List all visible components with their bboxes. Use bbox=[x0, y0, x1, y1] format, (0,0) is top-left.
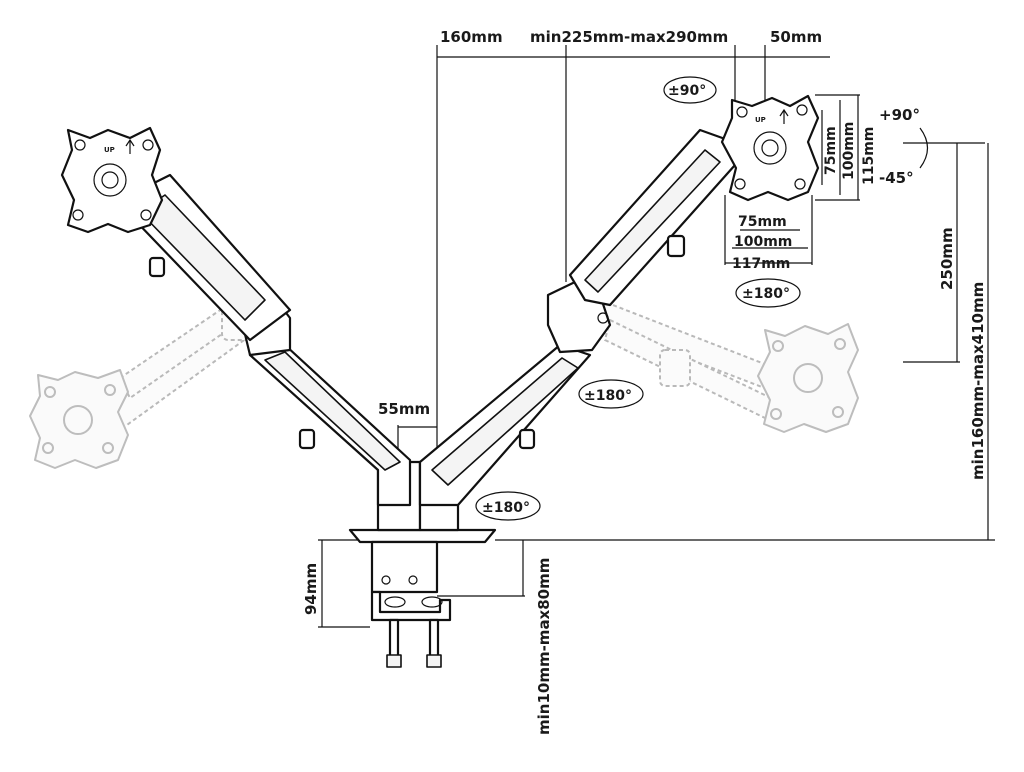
pole-gap-label: 55mm bbox=[378, 400, 430, 418]
tilt-up-label: +90° bbox=[879, 106, 920, 124]
ghost-left-vesa-plate bbox=[29, 369, 129, 469]
rotate-base-label: ±180° bbox=[482, 500, 530, 516]
ghost-right-arm bbox=[599, 299, 781, 419]
tilt-arc bbox=[919, 127, 929, 169]
tilt-down-label: -45° bbox=[879, 169, 914, 187]
height-range-label: min160mm-max410mm bbox=[969, 282, 987, 480]
right-upper-arm bbox=[568, 128, 737, 307]
rotate-top-label: ±90° bbox=[668, 83, 706, 99]
vesa-offset-label: 50mm bbox=[770, 28, 822, 46]
left-vesa-plate: UP bbox=[60, 126, 164, 234]
desk-clamp bbox=[348, 528, 497, 668]
height-vertical-label: 250mm bbox=[938, 227, 956, 290]
rotate-joint-label: ±180° bbox=[584, 388, 632, 404]
vesa-h-117-label: 117mm bbox=[732, 256, 790, 272]
right-vesa-plate: UP bbox=[720, 94, 820, 202]
vesa-h-75-label: 75mm bbox=[738, 214, 787, 230]
right-vesa-up-label: UP bbox=[755, 116, 766, 124]
right-lower-arm bbox=[418, 343, 592, 507]
vesa-v-100-label: 100mm bbox=[841, 122, 857, 180]
left-vesa-up-label: UP bbox=[104, 146, 115, 154]
rotate-vesa-label: ±180° bbox=[742, 286, 790, 302]
clamp-height-label: 94mm bbox=[302, 563, 320, 615]
vesa-h-100-label: 100mm bbox=[734, 234, 792, 250]
vesa-v-115-label: 115mm bbox=[861, 127, 877, 185]
left-lower-arm bbox=[248, 343, 412, 507]
dimension-lines bbox=[318, 45, 995, 628]
vesa-v-75-label: 75mm bbox=[823, 126, 839, 175]
ghost-right-vesa-plate bbox=[757, 323, 859, 433]
desk-thickness-label: min10mm-max80mm bbox=[535, 558, 553, 735]
arm-length-label: 160mm bbox=[440, 28, 503, 46]
arm-extension-label: min225mm-max290mm bbox=[530, 28, 728, 46]
rotation-badges bbox=[475, 76, 801, 521]
